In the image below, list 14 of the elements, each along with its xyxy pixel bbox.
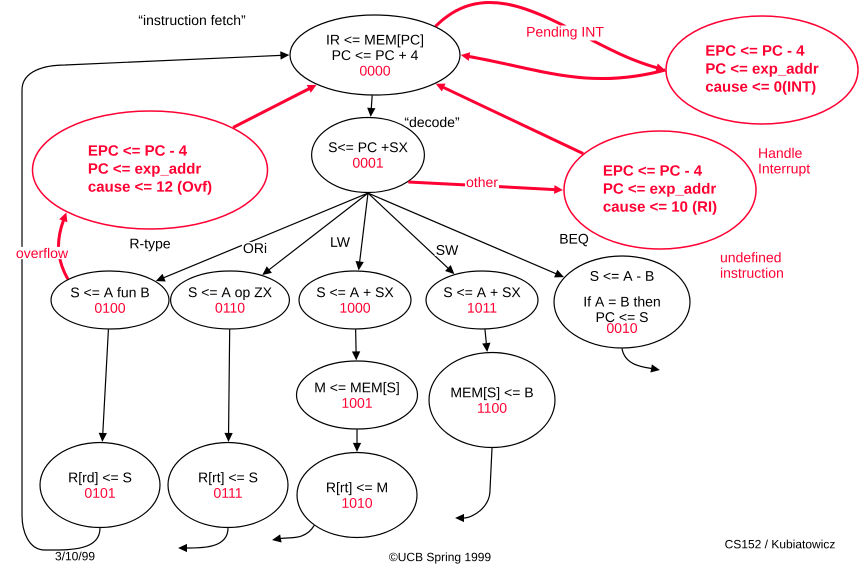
- edge-label: Pending INT: [525, 25, 605, 41]
- state-caption: “decode”: [404, 116, 460, 128]
- state-caption: “instruction fetch”: [138, 14, 246, 26]
- edge-label: other: [465, 176, 499, 188]
- footer-text: 3/10/99: [55, 552, 94, 560]
- footer-text: CS152 / Kubiatowicz: [725, 540, 835, 548]
- edge-label: overflow: [14, 246, 70, 260]
- edge-label: SW: [434, 244, 460, 256]
- edge-label: ORi: [242, 242, 268, 254]
- edge-label: LW: [329, 236, 351, 248]
- note-text: Handle Interrupt: [759, 148, 810, 176]
- note-text: undefined instruction: [720, 252, 783, 278]
- footer-text: ©UCB Spring 1999: [389, 552, 491, 564]
- edge-label: R-type: [128, 238, 172, 252]
